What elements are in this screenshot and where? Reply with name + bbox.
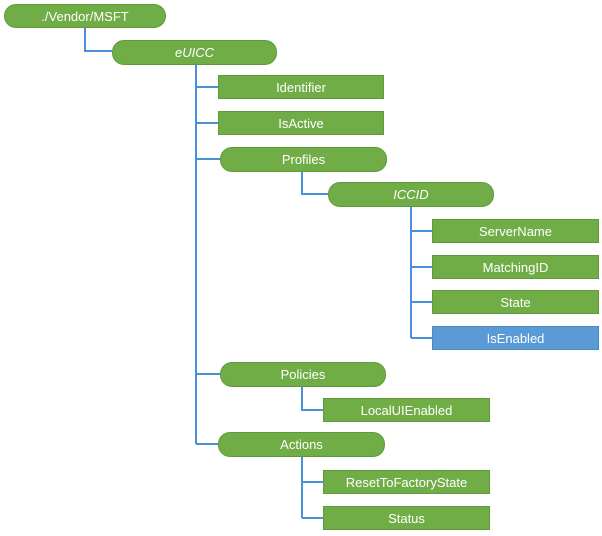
node-status-label: Status [388, 510, 425, 526]
node-root: ./Vendor/MSFT [4, 4, 166, 28]
node-state-label: State [500, 294, 531, 310]
node-status: Status [323, 506, 490, 530]
node-resettofactorystate: ResetToFactoryState [323, 470, 490, 494]
node-policies: Policies [220, 362, 386, 387]
connector-profiles-iccid [301, 172, 328, 195]
connector-policies-localuienabled [301, 386, 323, 411]
node-identifier-label: Identifier [276, 79, 326, 95]
connector-root-euicc [84, 27, 112, 52]
node-matchingid-label: MatchingID [482, 259, 549, 275]
node-isactive-label: IsActive [278, 115, 324, 131]
node-isenabled: IsEnabled [432, 326, 599, 350]
node-policies-label: Policies [280, 367, 326, 382]
node-euicc-label: eUICC [174, 45, 214, 60]
node-euicc: eUICC [112, 40, 277, 65]
node-localuienabled-label: LocalUIEnabled [360, 402, 453, 418]
node-matchingid: MatchingID [432, 255, 599, 279]
node-resettofactorystate-label: ResetToFactoryState [345, 474, 468, 490]
node-root-label: ./Vendor/MSFT [41, 8, 129, 24]
node-servername: ServerName [432, 219, 599, 243]
node-iccid: ICCID [328, 182, 494, 207]
node-profiles: Profiles [220, 147, 387, 172]
node-identifier: Identifier [218, 75, 384, 99]
node-actions: Actions [218, 432, 385, 457]
node-localuienabled: LocalUIEnabled [323, 398, 490, 422]
node-servername-label: ServerName [479, 223, 552, 239]
node-profiles-label: Profiles [281, 152, 326, 167]
node-actions-label: Actions [280, 437, 323, 452]
node-state: State [432, 290, 599, 314]
node-isactive: IsActive [218, 111, 384, 135]
node-iccid-label: ICCID [393, 187, 429, 202]
node-isenabled-label: IsEnabled [486, 330, 545, 346]
